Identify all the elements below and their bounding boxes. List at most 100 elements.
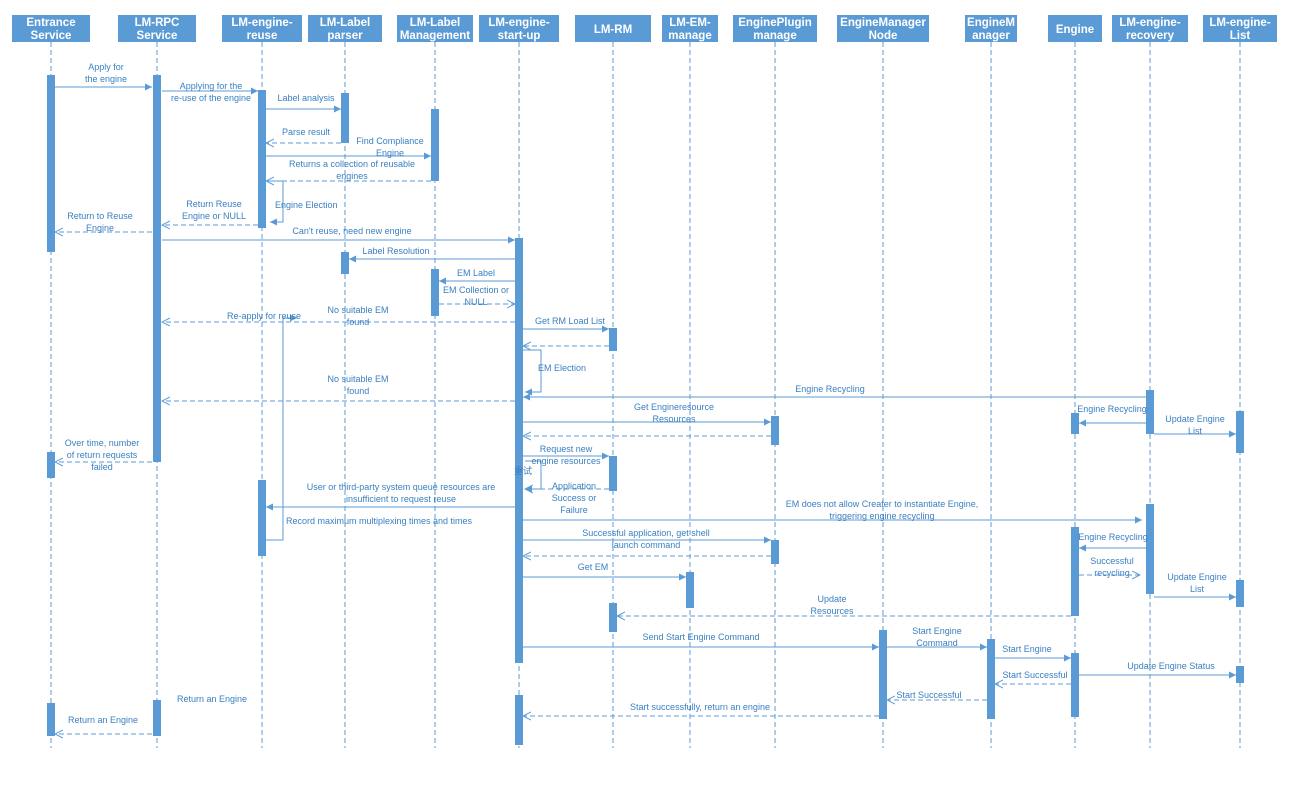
message-label: Applying for the <box>180 81 243 91</box>
activation-label_parser <box>341 252 349 274</box>
message-label: Engine Recycling <box>1077 404 1147 414</box>
message-label: EM does not allow Creater to instantiate… <box>786 499 979 509</box>
activation-rm <box>609 328 617 351</box>
activation-list <box>1236 580 1244 607</box>
message-label: Re-apply for reuse <box>227 311 301 321</box>
message-label: Label analysis <box>277 93 335 103</box>
participant-label: LM-RPC <box>135 17 180 29</box>
participant-label: LM-EM- <box>669 17 711 29</box>
activation-list <box>1236 666 1244 683</box>
message-label: Return an Engine <box>177 694 247 704</box>
message-label: List <box>1190 584 1205 594</box>
activation-plugin <box>771 416 779 445</box>
message-label: Failure <box>560 505 588 515</box>
message-label: No suitable EM <box>327 374 388 384</box>
participant-label: LM-engine- <box>231 17 292 29</box>
activation-startup <box>515 238 523 663</box>
participant-label: LM-Label <box>320 17 370 29</box>
participant-label: LM-engine- <box>488 17 549 29</box>
message-label: Engine Recycling <box>1078 532 1148 542</box>
message-label: Start Engine <box>1002 644 1052 654</box>
activation-rm <box>609 456 617 491</box>
participant-box <box>837 15 929 42</box>
message-label: engines <box>336 171 368 181</box>
message-label: failed <box>91 462 113 472</box>
activation-list <box>1236 411 1244 453</box>
activation-engine <box>1071 527 1079 616</box>
message-label: Command <box>916 638 958 648</box>
activation-em <box>987 639 995 719</box>
activation-em_manage <box>686 572 694 608</box>
message-label: Engine <box>376 148 404 158</box>
activation-entrance <box>47 703 55 736</box>
message-label: EM Election <box>538 363 586 373</box>
message-label: Return Reuse <box>186 199 242 209</box>
participant-label: start-up <box>498 30 541 42</box>
activation-em_node <box>879 630 887 719</box>
participant-label: Node <box>869 30 898 42</box>
message-label: launch command <box>612 540 681 550</box>
participant-engine: Engine <box>1048 15 1102 42</box>
participant-label: manage <box>668 30 711 42</box>
message-label: engine resources <box>531 456 601 466</box>
participant-label: reuse <box>247 30 278 42</box>
participant-box <box>308 15 382 42</box>
message-label: found <box>347 317 370 327</box>
participant-box <box>965 15 1017 42</box>
message-label: re-use of the engine <box>171 93 251 103</box>
participant-label: EnginePlugin <box>738 17 811 29</box>
participant-box <box>733 15 817 42</box>
participant-label: EngineManager <box>840 17 926 29</box>
message-label: Send Start Engine Command <box>642 632 759 642</box>
participant-rm: LM-RM <box>575 15 651 42</box>
message-label: the engine <box>85 74 127 84</box>
message-label: Application <box>552 481 596 491</box>
message-label: Update <box>817 594 846 604</box>
participant-label: parser <box>327 30 363 42</box>
activation-rm <box>609 603 617 632</box>
participant-label: LM-engine- <box>1119 17 1180 29</box>
message-label: Success or <box>552 493 597 503</box>
message-label: Engine <box>86 223 114 233</box>
participant-label: List <box>1230 30 1251 42</box>
participant-box <box>397 15 473 42</box>
activations <box>47 75 1244 745</box>
message-label: No suitable EM <box>327 305 388 315</box>
participant-startup: LM-engine-start-up <box>479 15 559 42</box>
message-label: insufficient to request reuse <box>346 494 456 504</box>
participant-em_manage: LM-EM-manage <box>662 15 718 42</box>
participant-label: Management <box>400 30 470 42</box>
message-label: Label Resolution <box>362 246 429 256</box>
message-label: found <box>347 386 370 396</box>
message-label: List <box>1188 426 1203 436</box>
participant-box <box>1112 15 1188 42</box>
message-label: Get RM Load List <box>535 316 606 326</box>
message-label: 重试 <box>514 465 532 476</box>
message-label: User or third-party system queue resourc… <box>307 482 496 492</box>
message-label: Engine Election <box>275 200 338 210</box>
participant-label: recovery <box>1126 30 1175 42</box>
activation-plugin <box>771 540 779 564</box>
activation-label_mgmt <box>431 269 439 316</box>
activation-entrance <box>47 75 55 252</box>
activation-rpc <box>153 75 161 462</box>
activation-rpc <box>153 700 161 736</box>
participant-box <box>12 15 90 42</box>
self-call-arrow <box>266 180 284 226</box>
participant-label: LM-RM <box>594 24 632 36</box>
message-label: NULL <box>464 297 487 307</box>
message-label: Can't reuse, need new engine <box>292 226 411 236</box>
message-label: of return requests <box>67 450 138 460</box>
participant-box <box>222 15 302 42</box>
message-label: Request new <box>540 444 593 454</box>
self-call-arrow <box>523 349 542 396</box>
participant-label: LM-engine- <box>1209 17 1270 29</box>
